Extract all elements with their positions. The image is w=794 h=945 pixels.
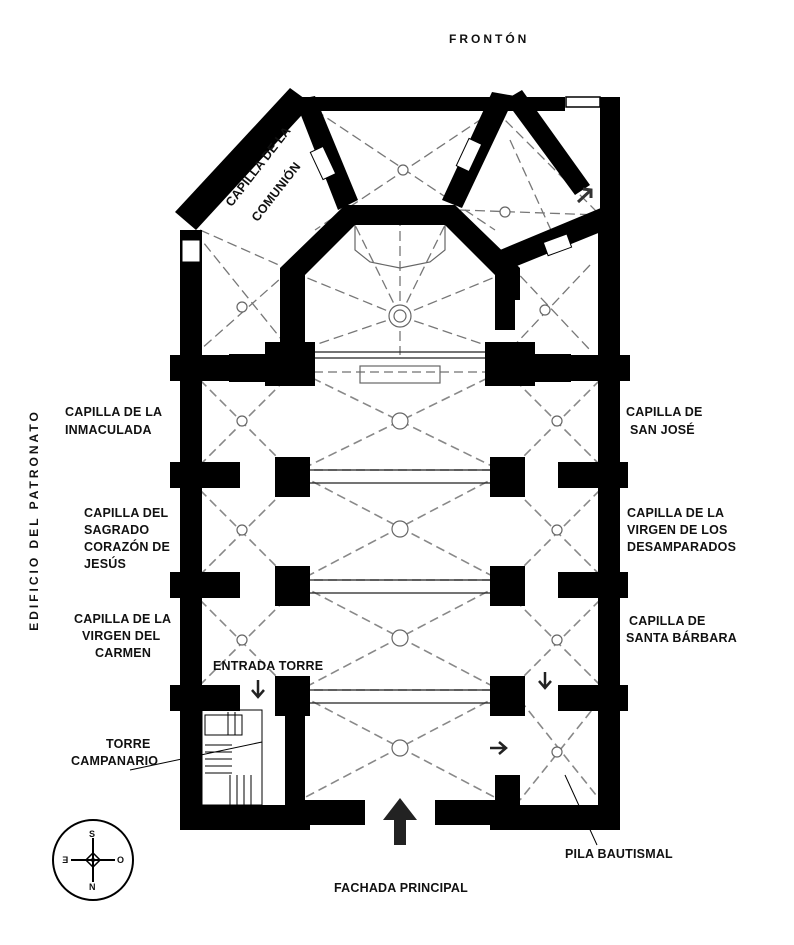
entrada-torre-label: ENTRADA TORRE [213, 659, 324, 673]
san-jose-label-1: CAPILLA DE [626, 405, 703, 419]
diagonal-arrow-icon [576, 187, 593, 204]
keystones [236, 164, 563, 758]
entrance-arrow-icon [383, 798, 417, 845]
compass-n: N [89, 882, 96, 892]
san-jose-label-2: SAN JOSÉ [630, 423, 695, 437]
compass-s: S [89, 829, 96, 839]
compass-rose-icon [52, 819, 134, 901]
fachada-label: FACHADA PRINCIPAL [334, 881, 468, 895]
desamparados-label-2: VIRGEN DE LOS [627, 523, 728, 537]
compass-o: O [117, 855, 125, 865]
carmen-label-2: VIRGEN DEL [82, 629, 161, 643]
fronton-label: FRONTÓN [449, 32, 530, 46]
compass-e: E [62, 855, 69, 865]
pila-leader [564, 774, 598, 846]
desamparados-label-1: CAPILLA DE LA [627, 506, 725, 520]
inmaculada-label-2: INMACULADA [65, 423, 152, 437]
edificio-label: EDIFICIO DEL PATRONATO [27, 409, 41, 631]
right-arrow-icon [490, 741, 508, 755]
sagrado-label-3: CORAZÓN DE [84, 540, 171, 554]
sagrado-label-2: SAGRADO [84, 523, 150, 537]
santa-barbara-label-2: SANTA BÁRBARA [626, 631, 737, 645]
torre-label-2: CAMPANARIO [71, 754, 159, 768]
sagrado-label-4: JESÚS [84, 557, 126, 571]
sagrado-label-1: CAPILLA DEL [84, 506, 169, 520]
santa-barbara-label-1: CAPILLA DE [629, 614, 706, 628]
arch-lines [310, 351, 490, 704]
carmen-label-1: CAPILLA DE LA [74, 612, 172, 626]
tower-stairs [201, 709, 263, 806]
tower-entrance-arrow-icon [251, 680, 265, 699]
torre-leader [129, 741, 263, 771]
inmaculada-label-1: CAPILLA DE LA [65, 405, 163, 419]
torre-label-1: TORRE [106, 737, 151, 751]
walls [170, 88, 630, 830]
pila-label: PILA BAUTISMAL [565, 847, 673, 861]
right-arrow-down-icon [538, 672, 552, 690]
desamparados-label-3: DESAMPARADOS [627, 540, 737, 554]
carmen-label-3: CARMEN [95, 646, 152, 660]
